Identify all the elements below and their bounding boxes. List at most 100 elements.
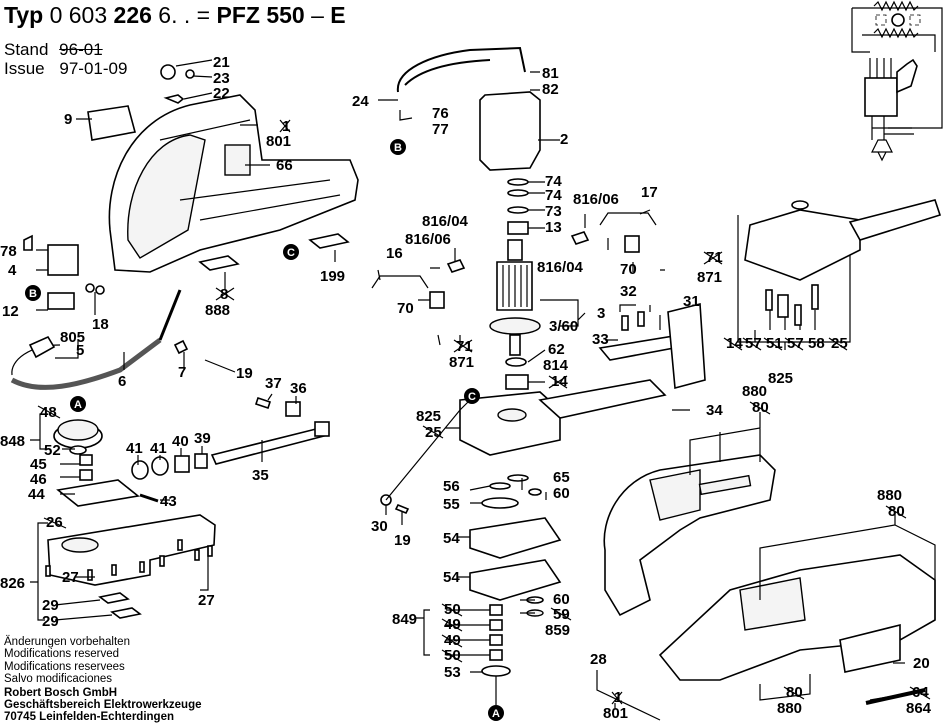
part-label: 22 — [213, 85, 230, 102]
screw-19 — [394, 503, 410, 515]
plug-icon — [28, 335, 56, 359]
part-label: 816/06 — [405, 231, 451, 248]
part-label-superseded: 49 — [444, 632, 461, 649]
svg-text:B: B — [29, 288, 37, 300]
svg-text:B: B — [394, 142, 402, 154]
part-label: 62 — [548, 341, 565, 358]
wiring-schematic — [851, 0, 943, 162]
part-label: 40 — [172, 433, 189, 450]
part-52 — [69, 445, 87, 455]
part-45 — [79, 454, 93, 466]
part-29b — [110, 607, 142, 619]
part-label: 74 — [545, 173, 562, 190]
gearbox-arm — [538, 379, 667, 419]
field-coil-icon — [873, 0, 919, 12]
washer-74b — [507, 189, 529, 197]
part-label: 34 — [706, 402, 723, 419]
part-41a — [131, 460, 149, 480]
part-label: 849 — [392, 611, 417, 628]
field-coil-icon — [873, 27, 919, 39]
part-label: 18 — [92, 316, 109, 333]
part-label: 30 — [371, 518, 388, 535]
part-label: 12 — [2, 303, 19, 320]
part-label: 39 — [194, 430, 211, 447]
part-label-superseded: 48 — [40, 404, 57, 421]
gearbox-825 — [459, 391, 561, 456]
disc-55 — [481, 497, 519, 509]
gear-3-60 — [489, 317, 541, 335]
part-label: 78 — [0, 243, 17, 260]
svg-text:C: C — [468, 391, 476, 403]
part-36 — [285, 401, 301, 417]
title-prefix: Typ — [4, 2, 44, 28]
part-label-superseded: 49 — [444, 616, 461, 633]
part-label: 3/60 — [549, 318, 578, 335]
part-label-superseded: 80 — [786, 684, 803, 701]
clamp-7 — [173, 339, 189, 355]
brush-816-04b — [570, 231, 590, 245]
ref-marker-a-bottom: A — [488, 705, 504, 721]
washer-73 — [507, 206, 529, 214]
screws-27 — [45, 539, 213, 581]
part-label: 74 — [545, 187, 562, 204]
part-label: 73 — [545, 203, 562, 220]
part-label: 801 — [266, 133, 291, 150]
gearbox-825-detail — [744, 209, 861, 281]
part-label: 825 — [768, 370, 793, 387]
company-name: Robert Bosch GmbH — [4, 686, 118, 699]
company-division: Geschäftsbereich Elektrowerkzeuge — [4, 699, 202, 712]
part-label: 13 — [545, 219, 562, 236]
holder-70a — [429, 291, 445, 309]
part-22-icon — [163, 94, 185, 104]
part-46 — [79, 469, 93, 481]
plate-44 — [56, 479, 140, 507]
part-label: 816/04 — [537, 259, 584, 276]
part-label: 76 — [432, 105, 449, 122]
part-label: 880 — [877, 487, 902, 504]
part-label: 19 — [394, 532, 411, 549]
part-label: 825 — [416, 408, 441, 425]
issue-label: Issue — [4, 59, 45, 78]
part-23-icon — [185, 69, 195, 79]
part-label: 70 — [397, 300, 414, 317]
company-address: 70745 Leinfelden-Echterdingen — [4, 711, 174, 724]
part-label: 27 — [62, 569, 79, 586]
part-label: 60 — [553, 485, 570, 502]
part-label: 801 — [603, 705, 628, 722]
stand-row: Stand 96-01 — [4, 40, 103, 59]
part-label: 3 — [597, 305, 605, 322]
part-label: 55 — [443, 496, 460, 513]
part-29a — [98, 592, 130, 604]
part-label: 19 — [236, 365, 253, 382]
part-label-superseded: 64 — [912, 684, 929, 701]
wire-16 — [371, 275, 429, 289]
footer-line: Modifications reservees — [4, 660, 125, 673]
part-label: 56 — [443, 478, 460, 495]
type-number-a: 0 603 — [49, 2, 108, 28]
part-label: 5 — [76, 342, 84, 359]
screw-37 — [254, 396, 272, 410]
part-label: 24 — [352, 93, 369, 110]
part-label: 82 — [542, 81, 559, 98]
footer-notes: Änderungen vorbehalten Modifications res… — [4, 636, 202, 724]
part-label: 4 — [8, 262, 17, 279]
pin-43 — [139, 493, 159, 503]
needle-bearings-849 — [489, 604, 503, 661]
ref-marker-b-switch: B — [25, 285, 41, 301]
part-label: 7 — [178, 364, 186, 381]
part-label: 9 — [64, 111, 72, 128]
part-78 — [23, 234, 33, 251]
part-label-superseded: 50 — [444, 647, 461, 664]
part-label: 53 — [444, 664, 461, 681]
footer-line: Modifications reserved — [4, 648, 120, 661]
label-199 — [308, 233, 350, 249]
part-label: 816/04 — [422, 213, 469, 230]
part-label: 2 — [560, 131, 568, 148]
document-title: Typ 0 603 226 6. . = PFZ 550 – E — [4, 2, 346, 29]
footer-line: Salvo modificaciones — [4, 673, 113, 686]
part-label: 21 — [213, 54, 230, 71]
part-label: 859 — [545, 622, 570, 639]
part-label: 805 — [60, 329, 85, 346]
washer-62 — [505, 357, 527, 367]
part-label: 65 — [553, 469, 570, 486]
